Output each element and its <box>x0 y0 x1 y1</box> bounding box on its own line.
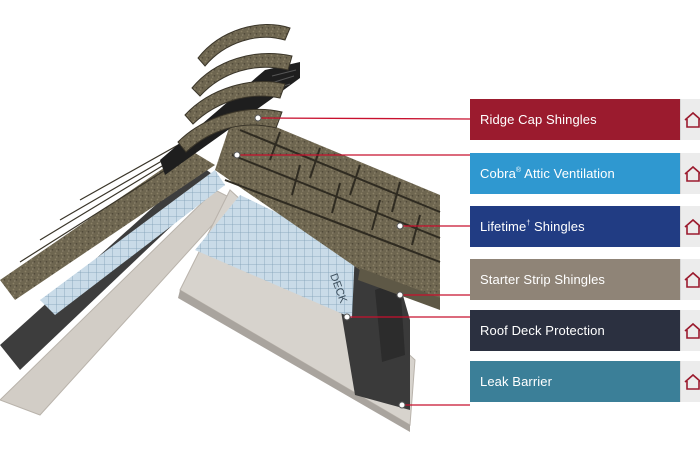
house-icon <box>680 153 700 194</box>
legend-roof-deck-protection: Roof Deck Protection <box>470 310 680 351</box>
legend-label: Starter Strip Shingles <box>480 272 606 287</box>
legend-label: Leak Barrier <box>480 374 553 389</box>
legend-label: Ridge Cap Shingles <box>480 112 597 127</box>
legend-leak-barrier: Leak Barrier <box>470 361 680 402</box>
house-icon <box>680 361 700 402</box>
legend-starter-strip-shingles: Starter Strip Shingles <box>470 259 680 300</box>
right-underlayment <box>195 195 355 318</box>
callout-line-ridge-cap <box>257 117 471 120</box>
house-icon <box>680 259 700 300</box>
callout-lines <box>237 117 471 406</box>
starter-strip <box>358 268 440 310</box>
legend-label: Roof Deck Protection <box>480 323 605 338</box>
left-shingles <box>0 150 215 300</box>
house-icon <box>680 310 700 351</box>
legend-label: Lifetime† Shingles <box>480 219 585 234</box>
legend-cobra-attic-ventilation: Cobra® Attic Ventilation <box>470 153 680 194</box>
house-icon <box>680 99 700 140</box>
legend-label: Cobra® Attic Ventilation <box>480 166 615 181</box>
legend-lifetime-shingles: Lifetime† Shingles <box>470 206 680 247</box>
left-underlayment <box>40 170 225 315</box>
house-icon <box>680 206 700 247</box>
legend-ridge-cap-shingles: Ridge Cap Shingles <box>470 99 680 140</box>
